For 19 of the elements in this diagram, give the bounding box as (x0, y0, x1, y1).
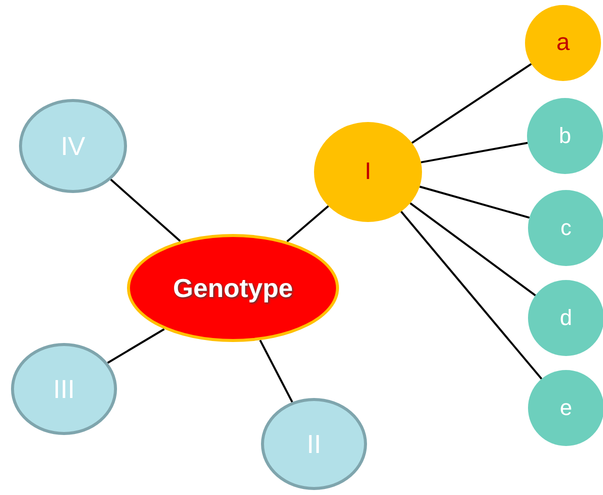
node-label: e (560, 395, 572, 421)
connector-line (419, 186, 530, 219)
node-label: III (53, 374, 75, 404)
connector-line (259, 340, 294, 403)
node-label: b (558, 123, 572, 149)
connector-line (410, 202, 536, 296)
node-label: d (560, 305, 572, 331)
connector-line (420, 142, 528, 164)
node-label: c (560, 215, 572, 241)
node-label: IV (60, 130, 86, 162)
node-label: a (556, 29, 570, 57)
connector-line (400, 210, 542, 380)
connector-line (110, 178, 181, 242)
connector-line (411, 63, 532, 144)
node-label: II (306, 428, 322, 460)
connector-line (286, 205, 330, 242)
connector-line (107, 328, 165, 364)
node-label: Genotype (173, 272, 293, 304)
node-label: I (364, 158, 372, 186)
